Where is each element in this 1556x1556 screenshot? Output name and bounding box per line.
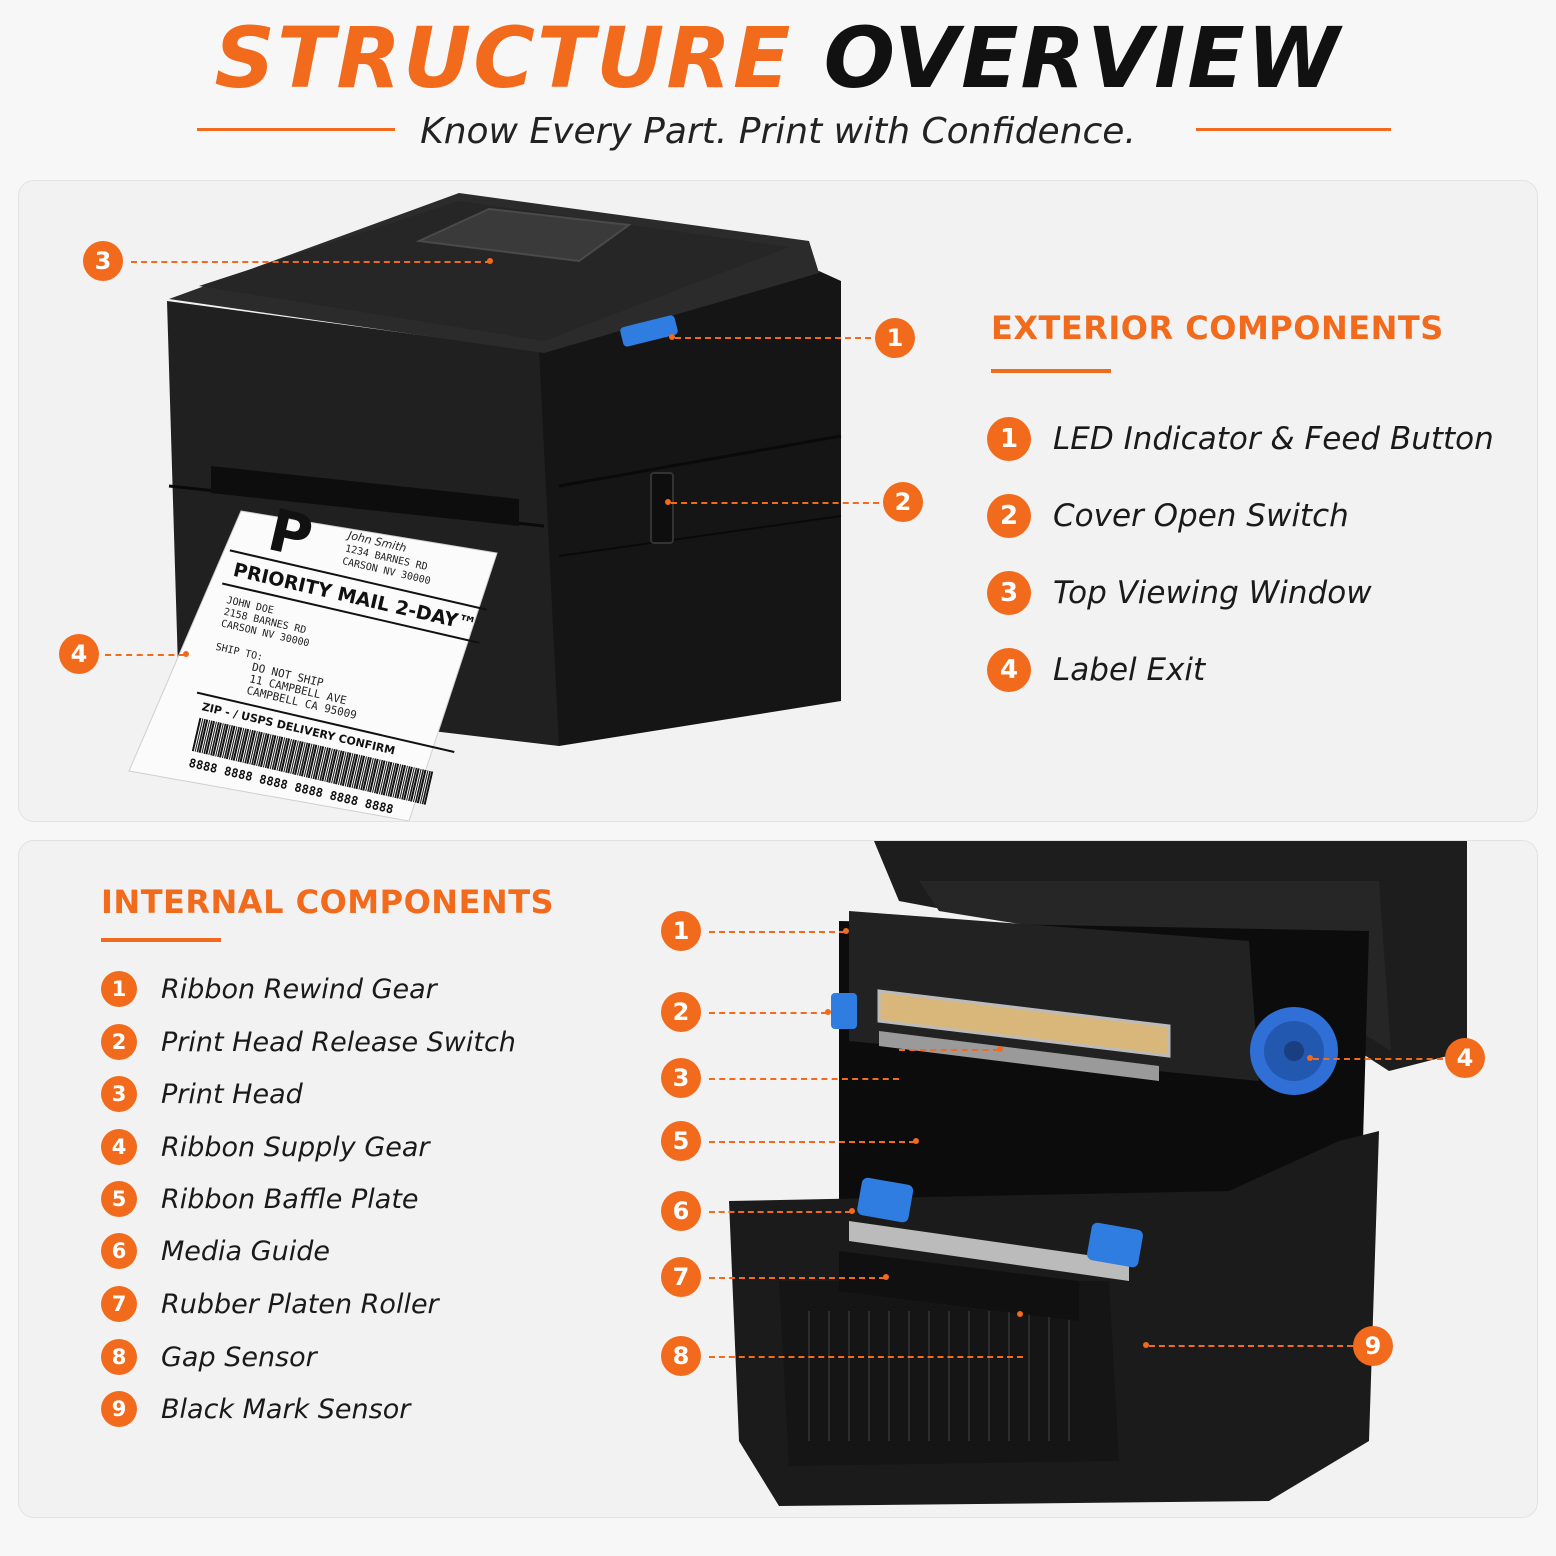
page-subtitle: Know Every Part. Print with Confidence. <box>420 111 1136 152</box>
header: STRUCTURE OVERVIEW Know Every Part. Prin… <box>0 0 1556 170</box>
item-label: Media Guide <box>161 1235 330 1267</box>
callout-badge: 2 <box>883 482 923 522</box>
number-badge: 8 <box>101 1339 137 1375</box>
callout-badge: 6 <box>661 1191 701 1231</box>
item-label: Ribbon Rewind Gear <box>161 973 437 1005</box>
callout-badge: 2 <box>661 992 701 1032</box>
item-label: Top Viewing Window <box>1053 575 1372 611</box>
list-item: 3 Print Head <box>101 1076 303 1112</box>
title-part-2: OVERVIEW <box>823 9 1342 107</box>
item-label: LED Indicator & Feed Button <box>1053 421 1494 457</box>
item-label: Gap Sensor <box>161 1341 317 1373</box>
number-badge: 9 <box>101 1391 137 1427</box>
number-badge: 5 <box>101 1181 137 1217</box>
callout-badge: 1 <box>875 318 915 358</box>
number-badge: 7 <box>101 1286 137 1322</box>
list-item: 2 Cover Open Switch <box>987 494 1349 538</box>
label-barcode <box>191 717 434 805</box>
internal-heading: INTERNAL COMPONENTS <box>101 883 555 921</box>
item-label: Print Head Release Switch <box>161 1026 516 1058</box>
callout-badge: 4 <box>1445 1038 1485 1078</box>
item-label: Black Mark Sensor <box>161 1393 411 1425</box>
callout-badge: 3 <box>83 241 123 281</box>
subtitle-rule-right <box>1196 128 1391 131</box>
list-item: 5 Ribbon Baffle Plate <box>101 1181 419 1217</box>
item-label: Ribbon Supply Gear <box>161 1131 430 1163</box>
callout-badge: 1 <box>661 911 701 951</box>
number-badge: 3 <box>101 1076 137 1112</box>
list-item: 9 Black Mark Sensor <box>101 1391 410 1427</box>
number-badge: 2 <box>987 494 1031 538</box>
list-item: 7 Rubber Platen Roller <box>101 1286 439 1322</box>
list-item: 3 Top Viewing Window <box>987 571 1372 615</box>
callout-badge: 8 <box>661 1336 701 1376</box>
item-label: Print Head <box>161 1078 303 1110</box>
closed-printer-illustration: P John Smith 1234 BARNES RD CARSON NV 30… <box>128 193 842 821</box>
title-part-1: STRUCTURE <box>214 9 793 107</box>
callout-badge: 3 <box>661 1058 701 1098</box>
number-badge: 3 <box>987 571 1031 615</box>
exterior-heading: EXTERIOR COMPONENTS <box>991 309 1444 347</box>
number-badge: 1 <box>101 971 137 1007</box>
item-label: Ribbon Baffle Plate <box>161 1183 419 1215</box>
number-badge: 6 <box>101 1233 137 1269</box>
exterior-heading-rule <box>991 369 1111 373</box>
list-item: 1 Ribbon Rewind Gear <box>101 971 437 1007</box>
callout-badge: 9 <box>1353 1326 1393 1366</box>
number-badge: 1 <box>987 417 1031 461</box>
internal-heading-rule <box>101 938 221 942</box>
number-badge: 2 <box>101 1024 137 1060</box>
open-printer-illustration <box>729 841 1467 1506</box>
item-label: Rubber Platen Roller <box>161 1288 439 1320</box>
page-title: STRUCTURE OVERVIEW <box>0 8 1556 108</box>
list-item: 8 Gap Sensor <box>101 1339 317 1375</box>
callout-badge: 4 <box>59 634 99 674</box>
item-label: Cover Open Switch <box>1053 498 1349 534</box>
list-item: 2 Print Head Release Switch <box>101 1024 516 1060</box>
callout-badge: 5 <box>661 1121 701 1161</box>
list-item: 1 LED Indicator & Feed Button <box>987 417 1494 461</box>
callout-badge: 7 <box>661 1257 701 1297</box>
list-item: 6 Media Guide <box>101 1233 330 1269</box>
subtitle-rule-left <box>197 128 395 131</box>
item-label: Label Exit <box>1053 652 1206 688</box>
exterior-panel: P John Smith 1234 BARNES RD CARSON NV 30… <box>18 180 1538 822</box>
internal-panel: 1 2 3 5 6 7 8 4 9 <box>18 840 1538 1518</box>
list-item: 4 Ribbon Supply Gear <box>101 1129 430 1165</box>
list-item: 4 Label Exit <box>987 648 1205 692</box>
number-badge: 4 <box>987 648 1031 692</box>
number-badge: 4 <box>101 1129 137 1165</box>
